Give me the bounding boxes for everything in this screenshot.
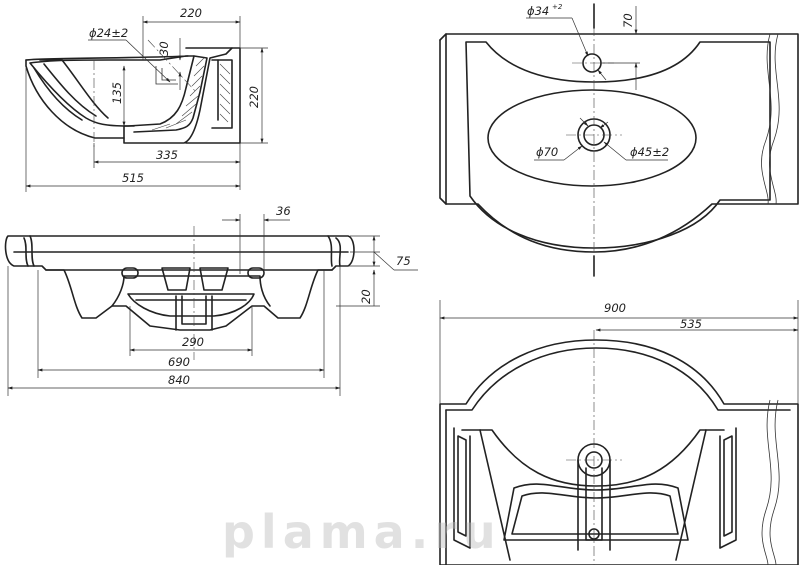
dim-side-bowl-width: 335	[156, 148, 178, 162]
side-outline	[25, 47, 241, 144]
side-section-view: 220 ϕ24±2 30 135 220 335 515	[25, 6, 268, 192]
dim-front-slot: 36	[276, 204, 291, 218]
dim-bottom-center: 535	[680, 317, 702, 331]
dim-side-total-depth: 515	[122, 171, 144, 185]
dim-top-tap-hole-tolerance: +2	[552, 3, 563, 11]
dim-front-drain-width: 290	[182, 335, 204, 349]
dim-top-drain-outer: ϕ70	[536, 145, 558, 159]
top-bowl-basin	[487, 89, 697, 187]
top-bowl-rim	[465, 41, 771, 249]
watermark-text: plama.ru	[222, 505, 502, 559]
bottom-underside-view: 900 535	[439, 300, 799, 565]
dim-front-total-width: 840	[168, 373, 190, 387]
dim-front-inner-width: 690	[168, 355, 190, 369]
dim-front-rim-height: 20	[359, 289, 373, 304]
side-bowl-inner	[29, 55, 195, 127]
front-slot-left	[121, 267, 139, 279]
dim-side-top-width: 220	[180, 6, 202, 20]
dim-bottom-width: 900	[604, 301, 626, 315]
dim-top-tap-hole: ϕ34	[527, 4, 549, 18]
dim-top-tap-offset: 70	[621, 13, 635, 28]
dim-front-rim: 75	[396, 254, 411, 268]
dim-side-depth: 135	[110, 82, 124, 104]
front-elevation-view: 36 75 20 290 690 840	[4, 204, 418, 396]
front-outline	[4, 235, 355, 331]
dim-side-drain-diameter: ϕ24±2	[89, 26, 128, 40]
top-outline	[445, 33, 799, 253]
bottom-outline	[439, 339, 799, 565]
dim-side-overflow: 30	[157, 41, 171, 56]
dim-top-drain-inner: ϕ45±2	[630, 145, 669, 159]
dim-side-height: 220	[247, 86, 261, 108]
top-plan-view: ϕ34 +2 70 ϕ70 ϕ45±2	[439, 3, 799, 277]
